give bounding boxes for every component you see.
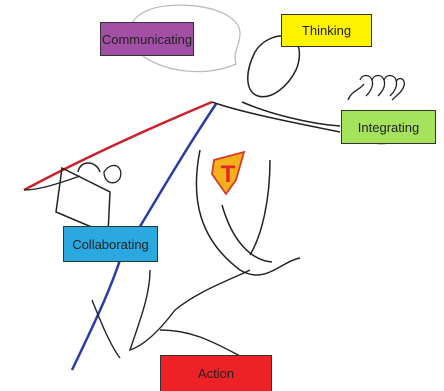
label-action: Action bbox=[160, 355, 272, 391]
hero-body bbox=[196, 102, 340, 275]
briefcase-icon bbox=[56, 163, 110, 234]
label-thinking: Thinking bbox=[281, 14, 372, 47]
label-collaborating: Collaborating bbox=[63, 226, 158, 262]
hand-left bbox=[104, 165, 121, 182]
emblem-letter: T bbox=[221, 161, 236, 188]
cape-outer bbox=[24, 102, 212, 190]
label-integrating: Integrating bbox=[341, 110, 436, 144]
hero-legs bbox=[92, 270, 250, 358]
label-communicating: Communicating bbox=[100, 22, 194, 56]
raised-hand-icon bbox=[348, 76, 404, 101]
cape-edge bbox=[24, 176, 80, 190]
